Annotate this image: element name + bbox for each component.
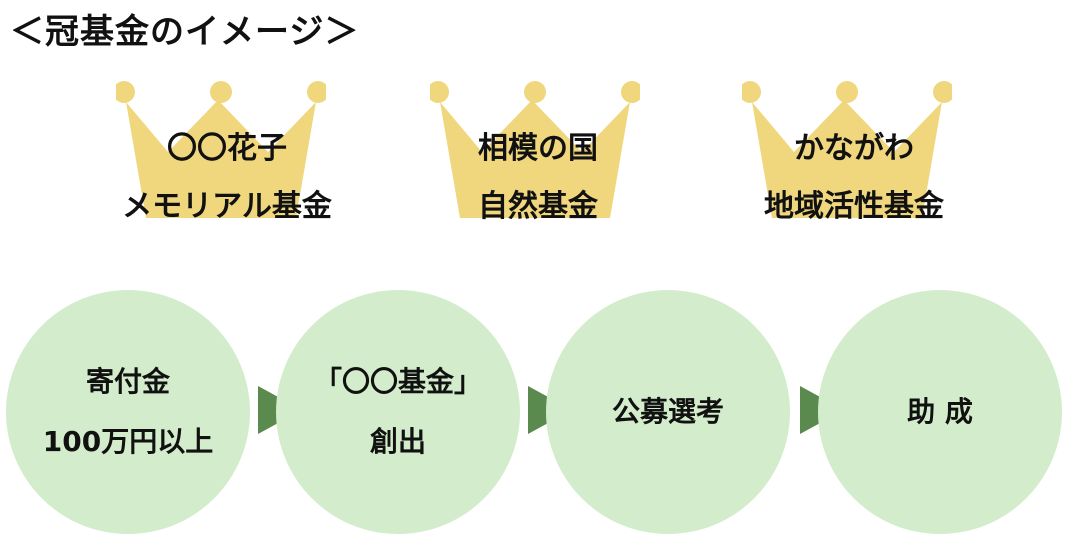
crown-jewel-right (307, 81, 326, 103)
crown-label-line2: メモリアル基金 (122, 189, 332, 224)
crown-label-line2: 地域活性基金 (764, 189, 944, 224)
step-circle-fund-creation: 「〇〇基金」 創出 (276, 290, 520, 534)
crown-label-2: 相模の国 自然基金 (378, 120, 698, 236)
crown-body (126, 100, 316, 218)
step-label-line1: 助 成 (907, 395, 973, 428)
crown-label-line2: 自然基金 (478, 189, 598, 224)
crown-shape (430, 81, 640, 218)
crown-shape (116, 81, 326, 218)
crown-jewel-center (210, 81, 232, 103)
crown-label-1: 〇〇花子 メモリアル基金 (67, 120, 387, 236)
crown-icon (116, 78, 326, 218)
crown-shape (742, 81, 952, 218)
crown-jewel-left (116, 81, 135, 103)
crown-jewel-center (524, 81, 546, 103)
crown-label-3: かながわ 地域活性基金 (694, 120, 1014, 236)
crown-label-line1: 〇〇花子 (167, 131, 287, 166)
crown-jewel-left (430, 81, 449, 103)
page-title: ＜冠基金のイメージ＞ (10, 12, 360, 52)
step-circle-selection: 公募選考 (546, 290, 790, 534)
step-label-line2: 100万円以上 (42, 425, 214, 458)
crown-icon (430, 78, 640, 218)
step-circle-grant: 助 成 (818, 290, 1062, 534)
crown-jewel-left (742, 81, 761, 103)
crown-label-line1: 相模の国 (478, 131, 598, 166)
step-label-line1: 寄付金 (85, 365, 170, 398)
crown-label-line1: かながわ (794, 131, 914, 166)
step-label-line1: 「〇〇基金」 (313, 365, 482, 398)
step-circle-donation: 寄付金 100万円以上 (6, 290, 250, 534)
crown-jewel-center (836, 81, 858, 103)
step-label-line1: 公募選考 (611, 395, 724, 428)
crown-body (440, 100, 630, 218)
crown-jewel-right (933, 81, 952, 103)
crown-icon (742, 78, 952, 218)
crown-jewel-right (621, 81, 640, 103)
crown-body (752, 100, 942, 218)
step-label-line2: 創出 (369, 425, 426, 458)
